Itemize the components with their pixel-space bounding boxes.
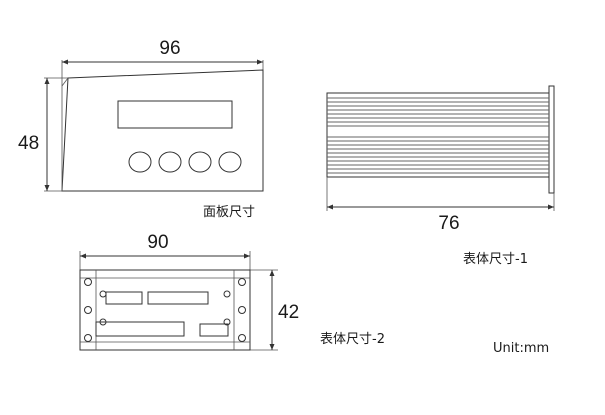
side-fins — [327, 97, 549, 174]
panel-width-dimension: 96 — [61, 38, 264, 86]
button-3-outline — [188, 151, 212, 173]
side-view-caption: 表体尺寸-1 — [463, 252, 528, 267]
panel-width-label: 96 — [159, 38, 180, 59]
rear-mounting-holes — [84, 278, 246, 342]
panel-outline — [61, 69, 264, 192]
display-window — [117, 100, 233, 129]
rear-width-label: 90 — [147, 232, 168, 253]
panel-height-dimension: 48 — [18, 77, 68, 192]
rear-outline — [79, 269, 251, 351]
panel-view-caption: 面板尺寸 — [203, 205, 255, 220]
terminal-block-4 — [199, 323, 229, 337]
button-4-outline — [218, 151, 242, 173]
button-2-outline — [158, 151, 182, 173]
side-view: 76 表体尺寸-1 — [326, 85, 555, 267]
units-label: Unit:mm — [493, 341, 549, 356]
rear-height-label: 42 — [278, 302, 299, 323]
rear-view-caption: 表体尺寸-2 — [320, 332, 385, 347]
rear-height-dimension: 42 — [250, 269, 299, 351]
side-flange — [548, 85, 555, 194]
terminal-block-3 — [95, 321, 185, 337]
rear-width-dimension: 90 — [79, 232, 251, 270]
panel-height-label: 48 — [18, 133, 39, 154]
rear-terminal-blocks — [95, 291, 229, 337]
panel-buttons — [128, 151, 242, 173]
button-1-outline — [128, 151, 152, 173]
rear-view: 90 42 — [79, 232, 385, 351]
terminal-block-1 — [105, 291, 143, 305]
panel-view: 96 48 面板尺寸 — [18, 38, 264, 220]
side-length-dimension: 76 — [326, 177, 555, 234]
side-length-label: 76 — [438, 213, 459, 234]
terminal-block-2 — [147, 291, 209, 305]
